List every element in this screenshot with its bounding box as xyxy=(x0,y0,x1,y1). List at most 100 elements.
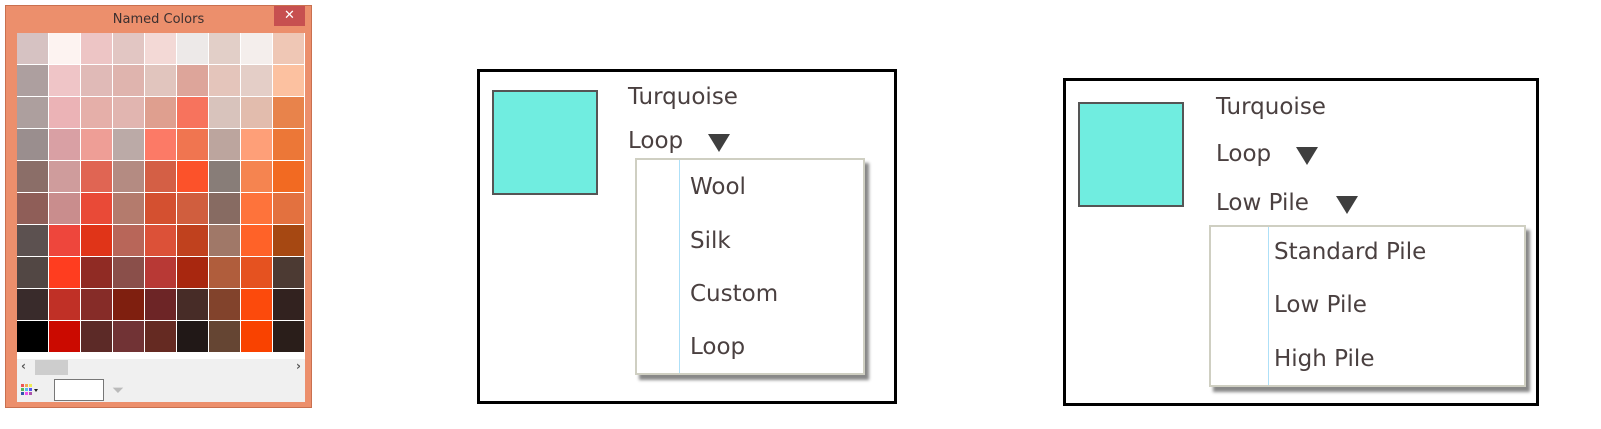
color-swatch-cell[interactable] xyxy=(273,193,304,224)
color-swatch-cell[interactable] xyxy=(177,97,208,128)
color-swatch-cell[interactable] xyxy=(273,257,304,288)
color-swatch-cell[interactable] xyxy=(49,33,80,64)
color-swatch-cell[interactable] xyxy=(209,225,240,256)
color-swatch-cell[interactable] xyxy=(177,289,208,320)
menu-item-standard-pile[interactable]: Standard Pile xyxy=(1274,239,1427,265)
color-swatch-cell[interactable] xyxy=(17,161,48,192)
color-swatch-cell[interactable] xyxy=(81,321,112,352)
color-swatch-cell[interactable] xyxy=(17,33,48,64)
color-swatch-cell[interactable] xyxy=(49,321,80,352)
color-swatch-cell[interactable] xyxy=(273,65,304,96)
color-swatch-cell[interactable] xyxy=(273,129,304,160)
color-swatch-cell[interactable] xyxy=(17,257,48,288)
color-swatch-cell[interactable] xyxy=(177,225,208,256)
color-swatch-cell[interactable] xyxy=(113,289,144,320)
scroll-right-icon[interactable]: › xyxy=(296,359,301,373)
color-swatch-cell[interactable] xyxy=(81,193,112,224)
color-swatch-cell[interactable] xyxy=(49,225,80,256)
color-swatch-cell[interactable] xyxy=(145,321,176,352)
color-swatch-cell[interactable] xyxy=(113,321,144,352)
color-swatch-cell[interactable] xyxy=(273,225,304,256)
color-swatch-cell[interactable] xyxy=(17,97,48,128)
palette-view-icon[interactable] xyxy=(21,383,39,397)
color-swatch-cell[interactable] xyxy=(17,289,48,320)
color-swatch-cell[interactable] xyxy=(145,193,176,224)
horizontal-scrollbar[interactable]: ‹ › xyxy=(17,353,305,377)
color-swatch-cell[interactable] xyxy=(49,193,80,224)
menu-item-high-pile[interactable]: High Pile xyxy=(1274,346,1375,372)
menu-item-custom[interactable]: Custom xyxy=(690,281,779,307)
color-swatch-cell[interactable] xyxy=(241,225,272,256)
color-swatch-cell[interactable] xyxy=(113,257,144,288)
color-swatch-cell[interactable] xyxy=(113,193,144,224)
color-swatch-cell[interactable] xyxy=(49,65,80,96)
color-swatch-cell[interactable] xyxy=(177,257,208,288)
color-swatch-cell[interactable] xyxy=(177,65,208,96)
color-swatch-cell[interactable] xyxy=(81,257,112,288)
color-swatch-cell[interactable] xyxy=(49,257,80,288)
color-swatch-cell[interactable] xyxy=(209,289,240,320)
color-swatch-cell[interactable] xyxy=(241,257,272,288)
color-swatch-cell[interactable] xyxy=(81,289,112,320)
style-dropdown[interactable]: Loop xyxy=(1216,141,1272,167)
color-swatch-cell[interactable] xyxy=(113,33,144,64)
color-swatch-cell[interactable] xyxy=(273,161,304,192)
color-swatch-cell[interactable] xyxy=(209,33,240,64)
menu-item-silk[interactable]: Silk xyxy=(690,228,731,254)
dropdown-arrow-icon[interactable] xyxy=(1336,196,1358,214)
color-swatch-cell[interactable] xyxy=(113,225,144,256)
color-swatch-cell[interactable] xyxy=(209,161,240,192)
color-swatch-cell[interactable] xyxy=(145,33,176,64)
color-swatch-cell[interactable] xyxy=(17,225,48,256)
color-swatch-cell[interactable] xyxy=(81,129,112,160)
dropdown-arrow-icon[interactable] xyxy=(1296,147,1318,165)
color-swatch-cell[interactable] xyxy=(145,65,176,96)
color-swatch-cell[interactable] xyxy=(241,65,272,96)
style-dropdown[interactable]: Loop xyxy=(628,128,684,154)
color-swatch-cell[interactable] xyxy=(241,33,272,64)
color-swatch-cell[interactable] xyxy=(49,161,80,192)
color-swatch-cell[interactable] xyxy=(209,321,240,352)
color-swatch-cell[interactable] xyxy=(113,65,144,96)
color-swatch-cell[interactable] xyxy=(241,161,272,192)
color-swatch-cell[interactable] xyxy=(81,161,112,192)
color-swatch-cell[interactable] xyxy=(113,97,144,128)
color-swatch-cell[interactable] xyxy=(17,193,48,224)
color-swatch-cell[interactable] xyxy=(145,289,176,320)
color-swatch-cell[interactable] xyxy=(17,321,48,352)
pile-dropdown[interactable]: Low Pile xyxy=(1216,190,1309,216)
color-swatch-cell[interactable] xyxy=(209,257,240,288)
color-swatch-cell[interactable] xyxy=(17,65,48,96)
color-swatch-cell[interactable] xyxy=(177,33,208,64)
color-swatch-cell[interactable] xyxy=(241,321,272,352)
dropdown-arrow-icon[interactable] xyxy=(708,134,730,152)
menu-item-loop[interactable]: Loop xyxy=(690,334,746,360)
color-swatch-cell[interactable] xyxy=(17,129,48,160)
color-swatch-cell[interactable] xyxy=(145,161,176,192)
color-swatch-cell[interactable] xyxy=(241,129,272,160)
scroll-left-icon[interactable]: ‹ xyxy=(21,359,26,373)
color-swatch-cell[interactable] xyxy=(81,97,112,128)
color-swatch-cell[interactable] xyxy=(209,193,240,224)
menu-item-wool[interactable]: Wool xyxy=(690,174,746,200)
color-swatch-cell[interactable] xyxy=(177,193,208,224)
color-swatch-cell[interactable] xyxy=(49,97,80,128)
color-swatch-cell[interactable] xyxy=(113,161,144,192)
color-swatch-cell[interactable] xyxy=(145,257,176,288)
color-swatch-cell[interactable] xyxy=(241,97,272,128)
color-swatch-cell[interactable] xyxy=(177,161,208,192)
color-swatch-cell[interactable] xyxy=(273,321,304,352)
color-swatch-cell[interactable] xyxy=(49,289,80,320)
color-swatch-cell[interactable] xyxy=(145,97,176,128)
color-swatch-cell[interactable] xyxy=(113,129,144,160)
color-swatch-cell[interactable] xyxy=(177,129,208,160)
color-swatch-cell[interactable] xyxy=(145,129,176,160)
color-swatch-cell[interactable] xyxy=(49,129,80,160)
color-swatch-cell[interactable] xyxy=(209,129,240,160)
color-swatch-cell[interactable] xyxy=(241,193,272,224)
color-swatch-cell[interactable] xyxy=(81,65,112,96)
color-swatch-cell[interactable] xyxy=(273,97,304,128)
color-swatch-cell[interactable] xyxy=(145,225,176,256)
color-swatch-cell[interactable] xyxy=(81,225,112,256)
menu-item-low-pile[interactable]: Low Pile xyxy=(1274,292,1367,318)
